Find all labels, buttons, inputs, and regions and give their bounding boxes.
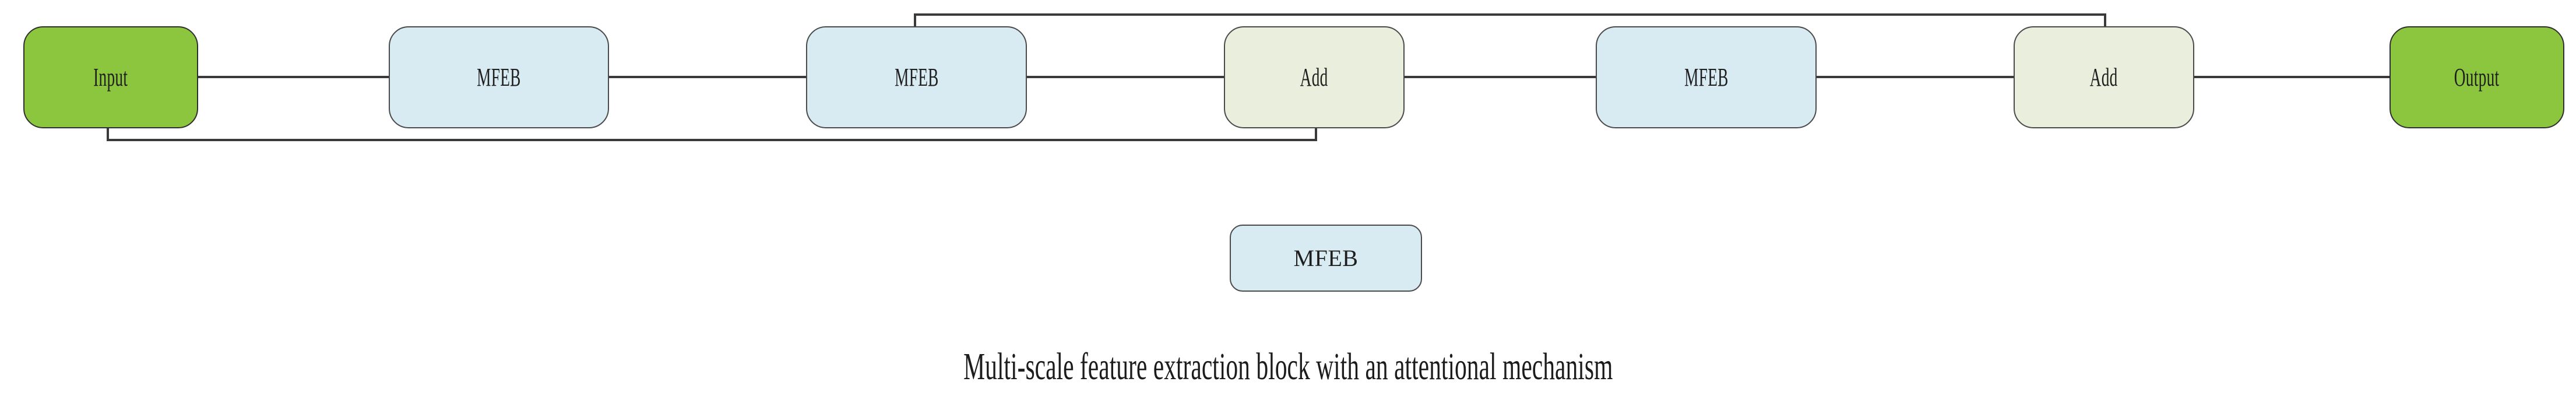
edge-skip-mfeb2-to-add2: [914, 13, 2106, 26]
node-add-2-label: Add: [2090, 62, 2118, 92]
node-mfeb-2[interactable]: MFEB: [806, 26, 1027, 128]
node-mfeb-1[interactable]: MFEB: [389, 26, 609, 128]
node-mfeb-1-label: MFEB: [477, 62, 521, 92]
figure-caption: Multi-scale feature extraction block wit…: [0, 348, 2576, 386]
node-add-2[interactable]: Add: [2014, 26, 2194, 128]
node-output-label: Output: [2454, 62, 2500, 92]
node-mfeb-3[interactable]: MFEB: [1596, 26, 1817, 128]
node-mfeb-legend-label: MFEB: [1293, 244, 1359, 271]
node-input-label: Input: [93, 62, 128, 92]
node-mfeb-3-label: MFEB: [1684, 62, 1729, 92]
figure-caption-text: Multi-scale feature extraction block wit…: [963, 345, 1613, 388]
node-mfeb-legend[interactable]: MFEB: [1230, 225, 1422, 292]
edge-skip-input-to-add1: [107, 128, 1317, 141]
node-add-1-label: Add: [1300, 62, 1328, 92]
node-output[interactable]: Output: [2390, 26, 2564, 128]
node-add-1[interactable]: Add: [1224, 26, 1405, 128]
node-mfeb-2-label: MFEB: [894, 62, 939, 92]
node-input[interactable]: Input: [23, 26, 198, 128]
